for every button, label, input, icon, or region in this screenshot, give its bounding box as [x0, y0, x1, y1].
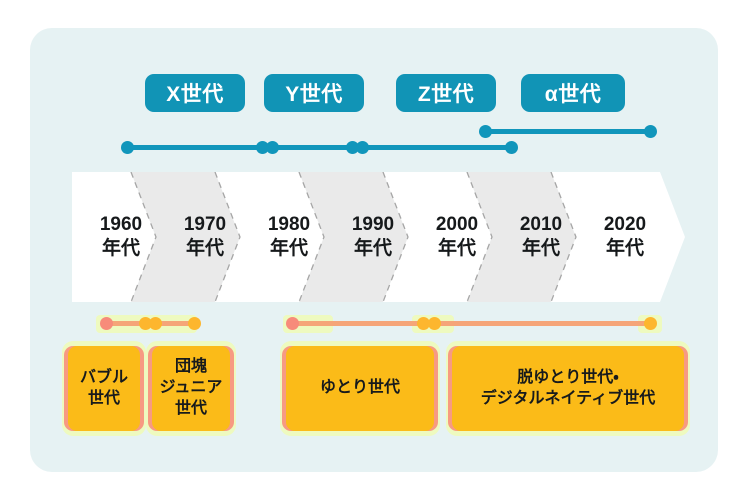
chevron-segment-1990s	[299, 172, 408, 302]
card-bubble-generation-line-1: バブル	[79, 368, 128, 386]
chevron-segment-1960s	[72, 172, 156, 302]
chevron-segment-1980s	[215, 172, 324, 302]
card-dankai-junior-generation[interactable]: 団塊 ジュニア 世代	[152, 346, 230, 431]
range-endpoint-dot-x-end	[256, 141, 269, 154]
range-endpoint-dot-y-start	[266, 141, 279, 154]
range-bar-alpha-generation	[485, 129, 651, 134]
card-dankai-junior-generation-line-3: 世代	[174, 399, 207, 417]
chevron-segment-2000s	[383, 172, 492, 302]
chip-y-generation[interactable]: Y世代	[264, 74, 364, 112]
range-endpoint-dot-y-end	[346, 141, 359, 154]
card-bubble-generation[interactable]: バブル 世代	[68, 346, 140, 431]
card-yutori-generation-line-1: ゆとり世代	[319, 379, 400, 397]
chevron-segment-2010s	[467, 172, 576, 302]
chevron-segment-2020s	[551, 172, 685, 302]
chevron-separators	[130, 172, 577, 302]
decade-chevron-band	[72, 172, 685, 302]
card-bubble-generation-line-2: 世代	[87, 389, 120, 407]
chip-z-generation-label: Z世代	[417, 83, 475, 106]
range-endpoint-dot-alpha-end	[644, 125, 657, 138]
card-yutori-generation[interactable]: ゆとり世代	[286, 346, 434, 431]
range-endpoint-dot-x-start	[121, 141, 134, 154]
range-endpoint-dot-dankai-junior-end	[188, 317, 201, 330]
range-endpoint-dot-bubble-end	[139, 317, 152, 330]
card-dankai-junior-generation-line-2: ジュニア	[159, 379, 223, 397]
range-endpoint-dot-digital-native-start	[428, 317, 441, 330]
range-endpoint-dot-z-end	[505, 141, 518, 154]
range-endpoint-dot-bubble-start	[100, 317, 113, 330]
range-endpoint-dot-z-start	[356, 141, 369, 154]
chip-x-generation-label: X世代	[166, 83, 224, 106]
range-endpoint-dot-yutori-start	[286, 317, 299, 330]
range-bar-x-generation	[127, 145, 269, 150]
card-datsu-yutori-digital-native-generation-line-1: 脱ゆとり世代・	[517, 368, 619, 386]
card-datsu-yutori-digital-native-generation[interactable]: 脱ゆとり世代・ デジタルネイティブ世代	[452, 346, 684, 431]
range-endpoint-dot-dankai-junior-start	[149, 317, 162, 330]
chip-y-generation-label: Y世代	[285, 83, 343, 106]
card-dankai-junior-generation-line-1: 団塊	[174, 358, 207, 376]
range-bar-z-generation	[358, 145, 513, 150]
range-bar-dankai-junior-generation	[155, 321, 193, 326]
card-datsu-yutori-digital-native-generation-line-2: デジタルネイティブ世代	[480, 389, 656, 407]
range-bar-digital-native-generation	[434, 321, 650, 326]
range-endpoint-dot-yutori-end	[417, 317, 430, 330]
range-bar-yutori-generation	[293, 321, 426, 326]
range-bar-bubble-generation	[107, 321, 145, 326]
chip-alpha-generation[interactable]: α世代	[521, 74, 625, 112]
range-endpoint-dot-digital-native-end	[644, 317, 657, 330]
chip-x-generation[interactable]: X世代	[145, 74, 245, 112]
range-endpoint-dot-alpha-start	[479, 125, 492, 138]
chip-alpha-generation-label: α世代	[544, 83, 602, 106]
chevron-segment-1970s	[131, 172, 240, 302]
range-bar-y-generation	[265, 145, 367, 150]
chip-z-generation[interactable]: Z世代	[396, 74, 496, 112]
